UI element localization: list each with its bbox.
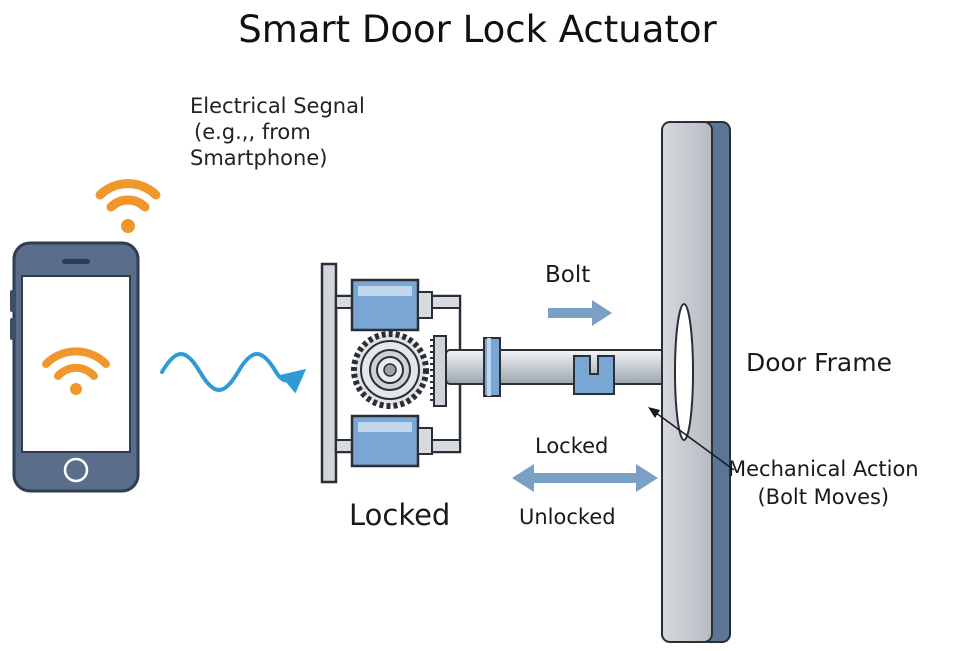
mechanical-action-line-1: Mechanical Action <box>728 457 919 481</box>
actuator-housing <box>320 262 462 484</box>
mechanical-action-label: Mechanical Action (Bolt Moves) <box>728 455 919 511</box>
gear-rack <box>433 335 447 407</box>
gear-icon <box>351 331 429 409</box>
wifi-icon <box>42 347 110 395</box>
electrical-signal-label: Electrical Segnal (e.g.,, from Smartphon… <box>190 93 365 171</box>
signal-label-line-1: Electrical Segnal <box>190 94 365 118</box>
strike-plate-slot <box>674 303 694 441</box>
signal-wave-icon <box>160 352 307 394</box>
bolt-direction-arrow <box>548 300 612 326</box>
mechanical-action-line-2: (Bolt Moves) <box>757 485 890 509</box>
mechanical-action-leader <box>648 407 735 471</box>
signal-label-line-3: Smartphone) <box>190 146 328 170</box>
door-frame <box>661 121 731 643</box>
page-title: Smart Door Lock Actuator <box>238 8 717 51</box>
bolt-shaft <box>445 337 691 397</box>
direction-unlocked-label: Unlocked <box>519 505 616 529</box>
wifi-icon <box>95 179 161 233</box>
bolt-latch <box>573 355 615 395</box>
lock-unlock-double-arrow <box>512 464 658 492</box>
direction-locked-label: Locked <box>535 434 609 458</box>
door-frame-label: Door Frame <box>746 348 892 377</box>
bolt-label: Bolt <box>545 262 591 288</box>
state-label: Locked <box>349 498 451 532</box>
smartphone-icon <box>10 241 140 493</box>
signal-label-line-2: (e.g.,, from <box>194 120 311 144</box>
